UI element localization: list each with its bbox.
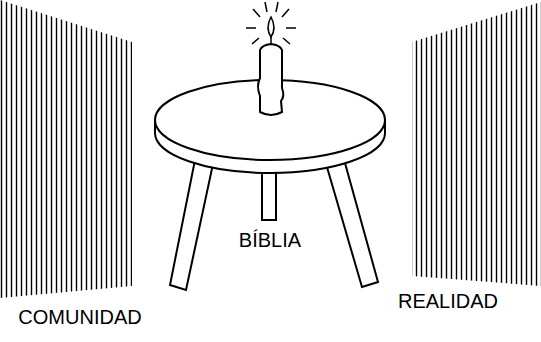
right-wall: [412, 2, 541, 286]
left-wall: [0, 0, 132, 298]
candle: [258, 44, 283, 115]
leg-label: COMUNIDAD: [16, 306, 143, 328]
light-rays: [246, 2, 296, 44]
leg-label: REALIDAD: [396, 290, 500, 312]
leg-label: BÍBLIA: [237, 229, 303, 251]
flame: [268, 17, 274, 37]
